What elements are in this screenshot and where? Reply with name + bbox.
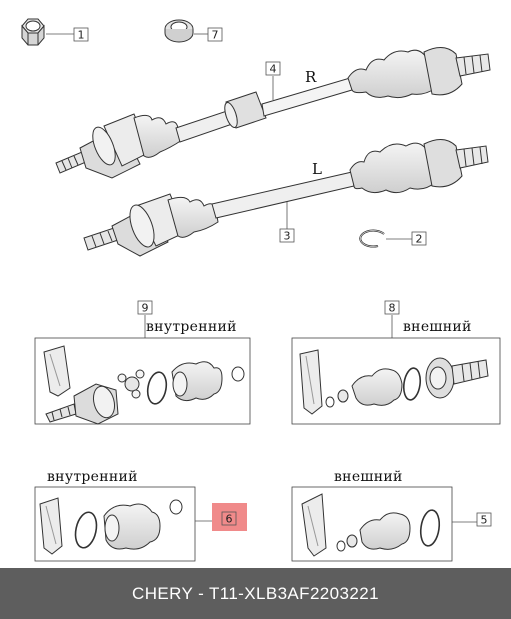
- outer-joint-kit: [291, 337, 501, 425]
- svg-text:4: 4: [270, 63, 277, 76]
- circlip-part: [359, 229, 385, 248]
- inner-kit-label: внутренний: [146, 319, 237, 335]
- left-side-letter: L: [312, 160, 322, 178]
- callout-9: 9: [137, 300, 153, 338]
- left-drive-shaft: [83, 139, 489, 257]
- callout-7: 7: [194, 27, 223, 42]
- outer-boot-kit: [291, 486, 453, 562]
- svg-text:9: 9: [142, 302, 149, 315]
- outer-kit-label: внешний: [403, 319, 472, 335]
- part-number-footer: CHERY - T11-XLB3AF2203221: [0, 568, 511, 619]
- svg-text:2: 2: [416, 233, 423, 246]
- svg-text:3: 3: [284, 230, 291, 243]
- svg-text:6: 6: [226, 513, 233, 526]
- inner-boot-kit-label: внутренний: [47, 469, 138, 485]
- callout-2: 2: [386, 231, 427, 246]
- parts-diagram: 1 7 R 4: [21, 18, 501, 562]
- hub-nut-part: [21, 18, 45, 46]
- svg-text:8: 8: [389, 302, 396, 315]
- right-side-letter: R: [305, 68, 317, 86]
- inner-boot-kit: [34, 486, 196, 562]
- outer-boot-kit-label: внешний: [334, 469, 403, 485]
- right-drive-shaft: [55, 47, 491, 179]
- washer-part: [164, 19, 194, 43]
- callout-8: 8: [384, 300, 400, 338]
- svg-text:7: 7: [212, 29, 219, 42]
- callout-6-highlight: [212, 503, 247, 531]
- callout-3: 3: [279, 202, 295, 243]
- callout-6: 6: [195, 503, 247, 531]
- svg-text:1: 1: [78, 29, 85, 42]
- callout-1: 1: [46, 27, 89, 42]
- callout-5: 5: [452, 512, 492, 527]
- callout-4: 4: [265, 61, 281, 100]
- inner-joint-kit: [34, 337, 251, 425]
- svg-text:5: 5: [481, 514, 488, 527]
